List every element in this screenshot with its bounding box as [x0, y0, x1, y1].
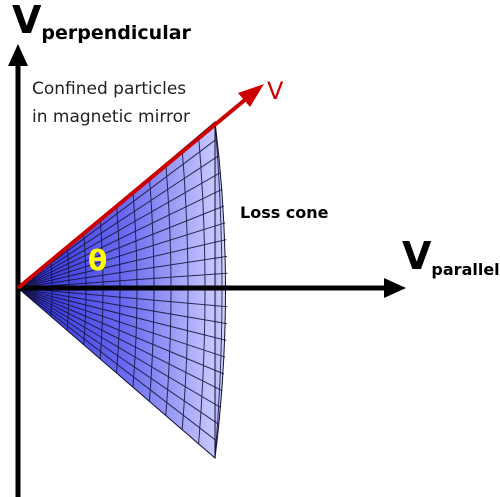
- cone-radial-line: [17, 287, 227, 341]
- velocity-arrowhead: [238, 84, 264, 107]
- horizontal-axis-subscript: parallel: [431, 260, 499, 279]
- horizontal-axis: [18, 278, 406, 298]
- cone-radial-line: [17, 222, 226, 289]
- confined-label-line2: in magnetic mirror: [32, 107, 190, 127]
- horizontal-axis-symbol: V: [402, 234, 432, 278]
- cone-radial-line: [17, 255, 228, 289]
- vertical-axis-symbol: V: [12, 0, 42, 42]
- cone-radial-line: [17, 205, 225, 289]
- cone-radial-line: [17, 287, 225, 375]
- vertical-axis: [8, 44, 28, 497]
- velocity-label: V: [267, 77, 284, 105]
- velocity-vector: [16, 84, 264, 290]
- confined-label-line1: Confined particles: [32, 79, 186, 99]
- angle-label: θ: [88, 244, 107, 277]
- vertical-axis-subscript: perpendicular: [41, 22, 191, 44]
- loss-cone-label: Loss cone: [240, 203, 329, 222]
- horizontal-axis-arrowhead: [384, 278, 406, 298]
- cone-radial-line: [17, 287, 228, 325]
- cone-radial-line: [17, 287, 226, 358]
- cone-radial-line: [17, 287, 228, 308]
- horizontal-axis-label: Vparallel: [402, 234, 500, 279]
- vertical-axis-arrowhead: [8, 44, 28, 66]
- vertical-axis-label: Vperpendicular: [12, 0, 192, 44]
- cone-radial-line: [17, 239, 227, 289]
